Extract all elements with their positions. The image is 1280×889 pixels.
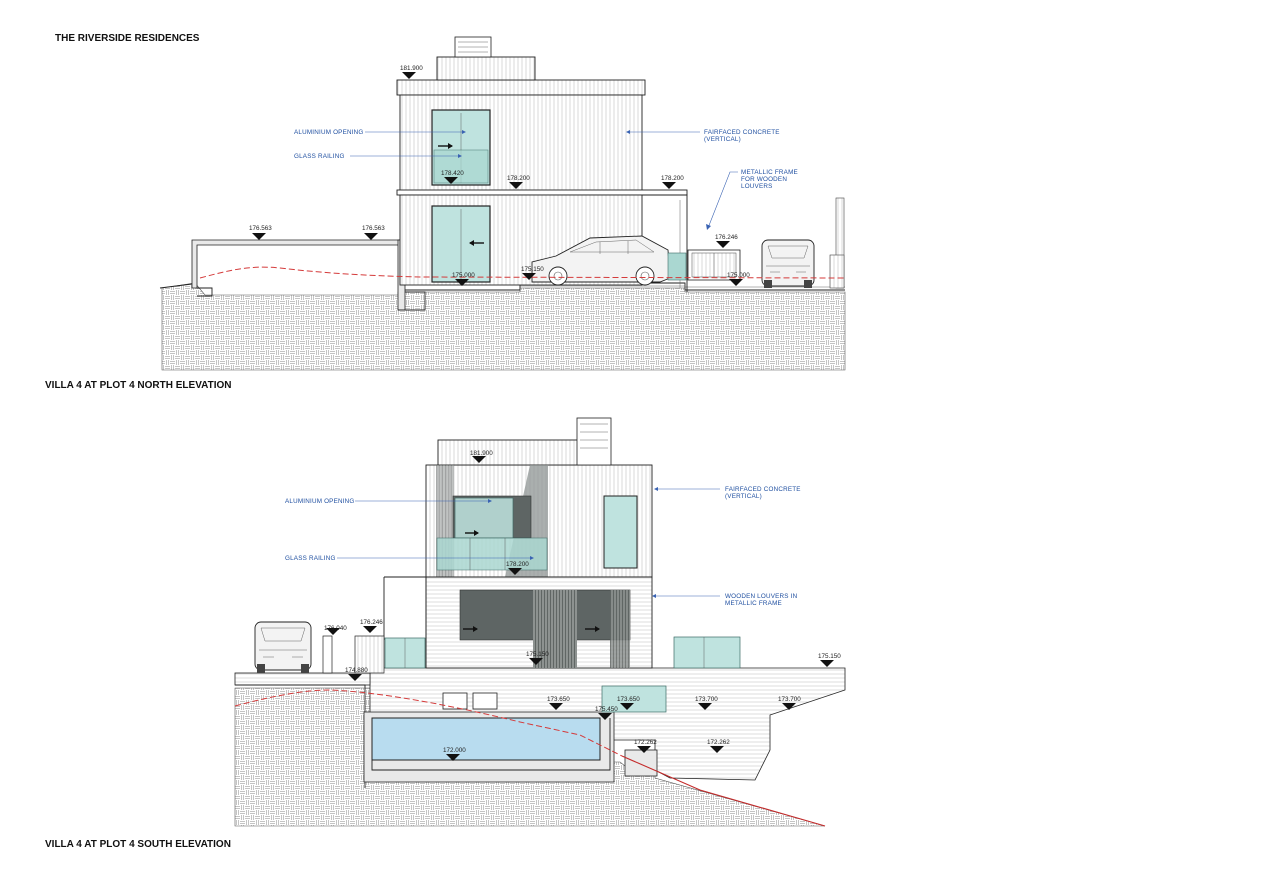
north-level-wall-left-label: 176.563 [249,225,272,232]
north-annotations: ALUMINIUM OPENING GLASS RAILING FAIRFACE… [294,129,798,230]
south-annotations: ALUMINIUM OPENING GLASS RAILING FAIRFACE… [285,486,801,607]
north-level-boundary-label: 178.200 [661,175,684,182]
south-note-louvers-2: METALLIC FRAME [725,600,782,607]
south-sun-loungers [442,692,498,710]
north-note-metallic-1: METALLIC FRAME [741,169,798,176]
north-level-driveway-label: 175.150 [521,266,544,273]
north-natural-ground-line [199,266,846,279]
north-level-first [509,182,523,189]
south-level-roof-label: 181.900 [470,450,493,457]
south-level-wall-b-label: 176.246 [360,619,383,626]
south-level-overflow [598,713,612,720]
north-level-ground [455,279,469,286]
south-level-lower-a [698,703,712,710]
north-car-side [531,235,671,286]
south-railing-right [673,636,741,669]
south-level-garden-a [637,746,651,753]
north-note-metallic-3: LOUVERS [741,183,773,190]
south-level-overflow-label: 175.450 [595,706,618,713]
north-level-markers: 181.900 178.420 178.200 178.200 176.563 … [249,65,750,286]
south-level-terrace-right [820,660,834,667]
north-level-balcony [444,177,458,184]
north-level-roof [402,72,416,79]
south-elevation-title: VILLA 4 AT PLOT 4 SOUTH ELEVATION [45,839,231,850]
north-level-boundary [662,182,676,189]
north-roof-room [436,56,536,81]
south-note-fairfaced-2: (VERTICAL) [725,493,762,500]
north-note-glass-railing: GLASS RAILING [294,153,345,160]
south-wooden-louvers [533,590,577,668]
south-car-front [254,621,312,673]
north-parapet [396,79,646,96]
south-level-markers: 181.900 178.200 176.040 176.246 175.150 … [324,450,841,761]
south-level-first [508,568,522,575]
south-side-window [603,495,638,569]
south-level-garden-a-label: 172.262 [634,739,657,746]
south-water-tank [576,417,612,466]
south-level-step [348,674,362,681]
north-note-aluminium-opening: ALUMINIUM OPENING [294,129,364,136]
south-level-garden-b [710,746,724,753]
project-title: THE RIVERSIDE RESIDENCES [55,33,200,44]
north-level-wall-mid-label: 176.563 [362,225,385,232]
south-level-lower-a-label: 173.700 [695,696,718,703]
south-roof-room [437,439,591,466]
south-note-glass-railing: GLASS RAILING [285,555,336,562]
north-slab [396,189,688,196]
north-level-roof-label: 181.900 [400,65,423,72]
south-level-pool-edge-label: 173.650 [617,696,640,703]
north-glass-railing [433,149,489,184]
south-overflow-channel [624,749,658,777]
south-level-lower-b-label: 173.700 [778,696,801,703]
north-elevation: 181.900 178.420 178.200 178.200 176.563 … [159,36,846,371]
north-level-driveway [522,273,536,280]
north-note-fairfaced-1: FAIRFACED CONCRETE [704,129,780,136]
south-level-step-label: 174.880 [345,667,368,674]
south-level-pool-bottom [446,754,460,761]
south-level-pool-bottom-label: 172.000 [443,747,466,754]
north-level-ground-label: 175.000 [452,272,475,279]
north-note-fairfaced-2: (VERTICAL) [704,136,741,143]
south-note-fairfaced-1: FAIRFACED CONCRETE [725,486,801,493]
south-level-first-label: 178.200 [506,561,529,568]
south-ground-line-slope [621,755,826,827]
south-level-wall-a [326,628,340,635]
north-level-louvers [716,241,730,248]
south-natural-ground-line [234,689,623,757]
north-level-louvers-label: 176.246 [715,234,738,241]
north-level-street-label: 175.000 [727,272,750,279]
north-level-first-label: 178.200 [507,175,530,182]
south-lower-glass [601,685,667,713]
south-level-wall-a-label: 176.040 [324,625,347,632]
north-retaining-wall-left [191,239,406,289]
south-level-deck-label: 173.650 [547,696,570,703]
north-side-glass [667,252,687,281]
north-note-metallic-2: FOR WOODEN [741,176,787,183]
south-pool-water [371,717,601,761]
south-level-pool-edge [620,703,634,710]
north-level-wall-mid [364,233,378,240]
south-level-wall-b [363,626,377,633]
south-level-terrace [529,658,543,665]
south-level-terrace-right-label: 175.150 [818,653,841,660]
north-elevation-title: VILLA 4 AT PLOT 4 NORTH ELEVATION [45,380,231,391]
north-ground-hatch [161,282,846,371]
south-level-roof [472,456,486,463]
south-upper-aluminium-opening [454,497,514,539]
south-note-louvers-1: WOODEN LOUVERS IN [725,593,798,600]
north-level-balcony-label: 178.420 [441,170,464,177]
south-level-deck [549,703,563,710]
south-level-garden-b-label: 172.262 [707,739,730,746]
north-level-wall-left [252,233,266,240]
south-note-aluminium-opening: ALUMINIUM OPENING [285,498,355,505]
south-glass-railing [436,537,548,571]
south-level-terrace-label: 175.150 [526,651,549,658]
south-level-lower-b [782,703,796,710]
north-car-front [761,239,815,288]
north-level-street [729,279,743,286]
south-elevation: 181.900 178.200 176.040 176.246 175.150 … [234,417,846,827]
